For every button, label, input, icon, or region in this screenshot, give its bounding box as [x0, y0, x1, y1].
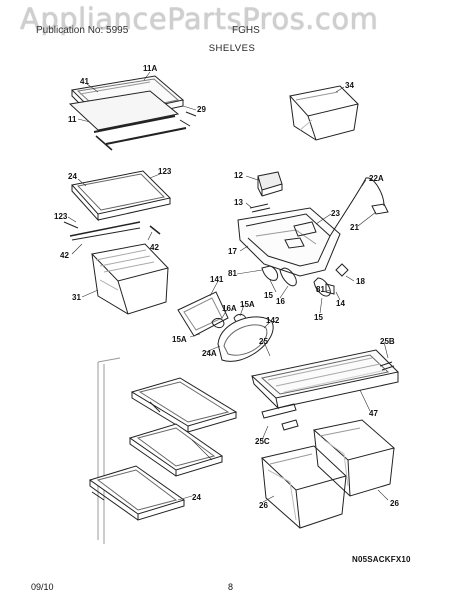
crisper-drawer-right	[312, 419, 396, 497]
callout-26-right: 26	[390, 499, 399, 508]
page-number: 8	[228, 582, 234, 592]
footer-date: 09/10	[31, 582, 54, 592]
callout-123-top: 123	[158, 167, 172, 176]
callout-26-left: 26	[259, 501, 268, 510]
shelf-2	[128, 423, 224, 477]
callout-25B: 25B	[380, 337, 395, 346]
drawing-code: N05SACKFX10	[352, 555, 411, 564]
glass-shelf-assembly	[68, 75, 197, 151]
callout-81-right: 81	[316, 285, 325, 294]
callout-15-left: 15	[264, 291, 273, 300]
callout-42-right: 42	[150, 243, 159, 252]
callout-25: 25	[259, 337, 268, 346]
callout-17: 17	[228, 247, 237, 256]
callout-13: 13	[234, 198, 243, 207]
callout-24A: 24A	[202, 349, 217, 358]
crisper-pan	[90, 243, 169, 315]
callout-18: 18	[356, 277, 365, 286]
callout-29: 29	[197, 105, 206, 114]
model-number: FGHS	[232, 25, 260, 36]
callout-25C: 25C	[255, 437, 270, 446]
callout-24-top: 24	[68, 172, 77, 181]
callout-14: 14	[336, 299, 345, 308]
callout-24: 24	[192, 493, 201, 502]
section-title: SHELVES	[208, 43, 256, 54]
callout-11A: 11A	[143, 64, 157, 73]
callout-16A: 16A	[222, 304, 237, 313]
callout-22A: 22A	[369, 174, 384, 183]
callout-34: 34	[345, 81, 354, 90]
callout-15A-left: 15A	[172, 335, 187, 344]
dairy-bin	[289, 85, 359, 141]
callout-15A-top: 15A	[240, 300, 255, 309]
crisper-cover-assembly	[63, 170, 171, 241]
publication-number: Publication No: 5995	[36, 25, 129, 36]
leader-lines	[67, 71, 389, 503]
callout-81-left: 81	[228, 269, 237, 278]
callout-47: 47	[369, 409, 378, 418]
watermark: AppliancePartsPros.com	[20, 2, 379, 36]
callout-42-left: 42	[60, 251, 69, 260]
shelf-1	[130, 377, 238, 433]
cabinet-outline	[97, 357, 121, 544]
crisper-drawer-left	[260, 445, 347, 529]
callout-141: 141	[210, 275, 224, 284]
callout-12: 12	[234, 171, 243, 180]
light-housing-assembly	[237, 171, 389, 297]
callout-labels: 41 11A 29 11 123 24 123 42 42 31 34 12 2…	[54, 64, 399, 510]
callout-142: 142	[266, 316, 280, 325]
deli-drawer-assembly	[250, 349, 400, 431]
callout-41: 41	[80, 77, 89, 86]
callout-15-right: 15	[314, 313, 323, 322]
light-lens-assembly	[177, 291, 274, 362]
callout-21: 21	[350, 223, 359, 232]
callout-16: 16	[276, 297, 285, 306]
callout-23: 23	[331, 209, 340, 218]
callout-31: 31	[72, 293, 81, 302]
shelf-3	[88, 465, 186, 521]
callout-123: 123	[54, 212, 68, 221]
callout-11: 11	[68, 115, 77, 124]
